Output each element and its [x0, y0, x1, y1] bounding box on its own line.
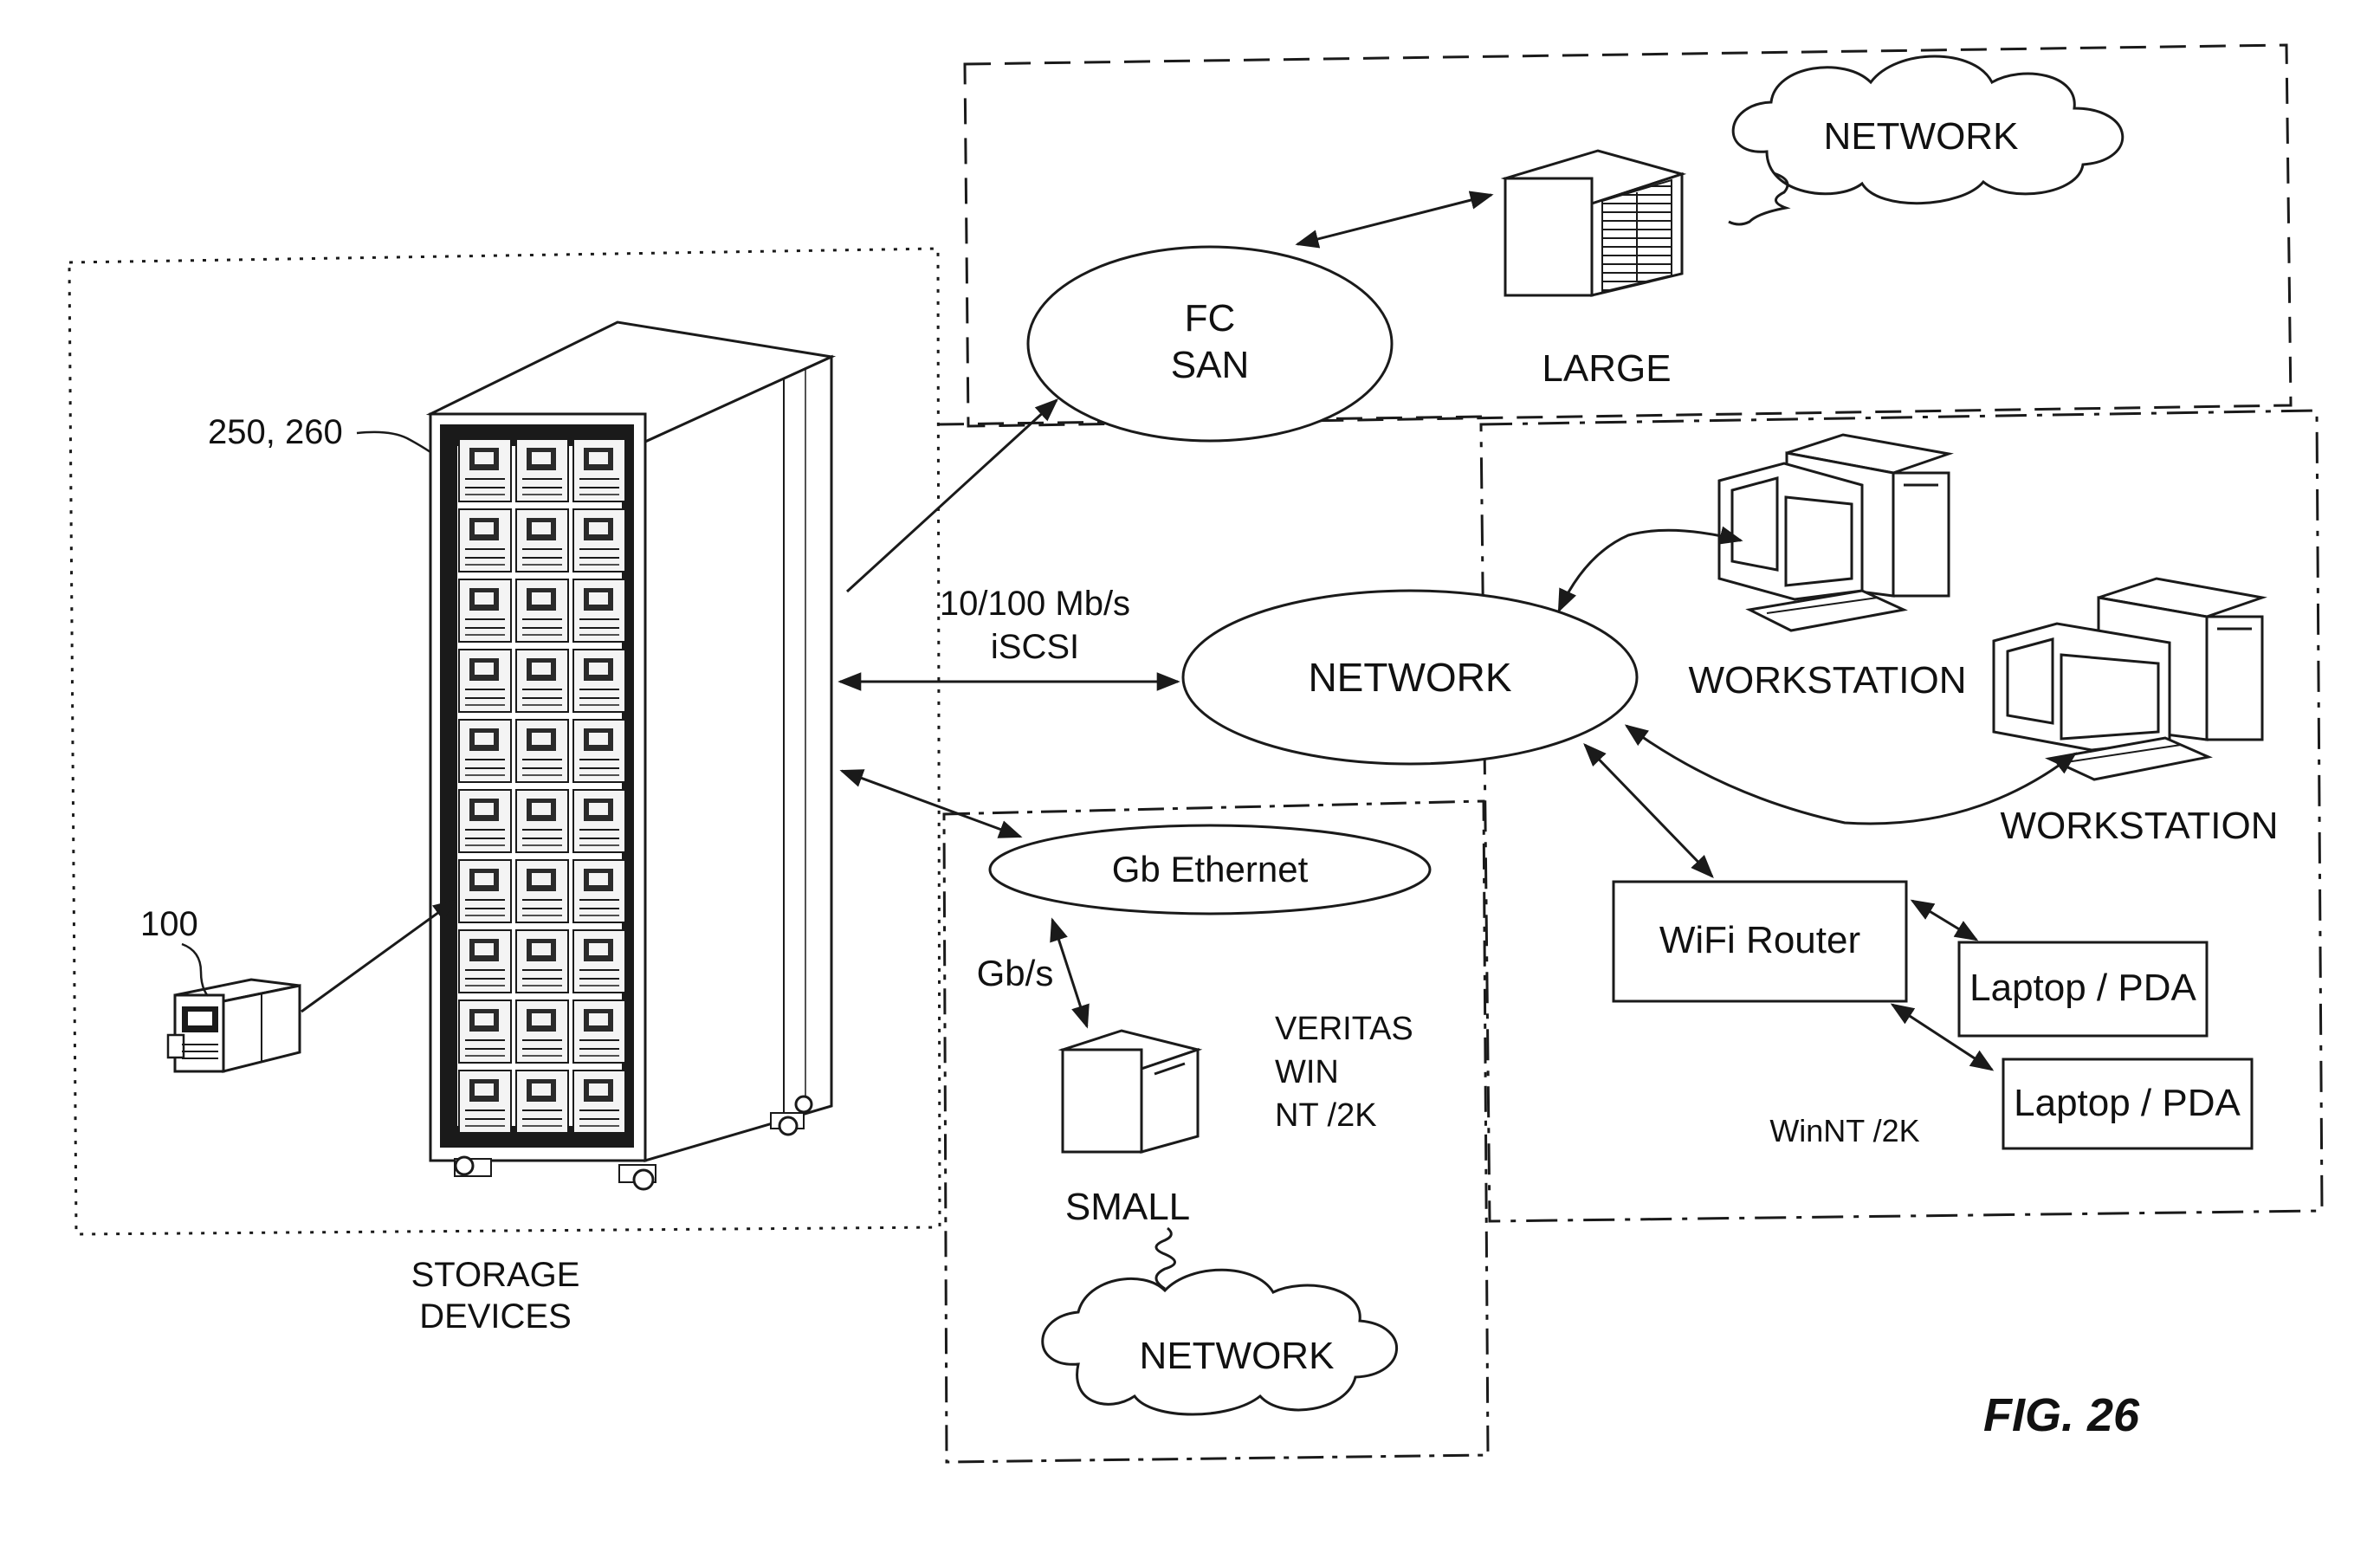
fc-san-label-line2: SAN	[1171, 344, 1249, 386]
gb-ethernet-label: Gb Ethernet	[1112, 849, 1309, 889]
small-server-icon	[1057, 1029, 1203, 1154]
network-label: NETWORK	[1308, 655, 1511, 700]
gb-ethernet-ellipse	[988, 824, 1432, 915]
software-label-line1: VERITAS	[1275, 1011, 1413, 1047]
router-to-laptop2-arrow	[1890, 1003, 1995, 1071]
small-server-label: SMALL	[1065, 1186, 1190, 1228]
bottom-network-cloud-icon	[1041, 1226, 1398, 1416]
fc-san-ellipse	[1026, 245, 1394, 443]
top-network-cloud-label: NETWORK	[1824, 115, 2019, 158]
workstation-icon	[1717, 433, 1954, 632]
network-ellipse	[1181, 589, 1639, 766]
module-insert-arrow	[301, 899, 457, 1013]
module-reference-leader	[181, 942, 210, 997]
workstation-region-boundary	[1479, 409, 2324, 1223]
rack-reference-leader	[356, 430, 431, 454]
storage-caption-line2: DEVICES	[419, 1297, 572, 1336]
large-server-label: LARGE	[1542, 347, 1671, 390]
wifi-router-box	[1612, 880, 1908, 1003]
link-protocol-label: iSCSI	[991, 628, 1079, 666]
storage-caption-line1: STORAGE	[411, 1256, 580, 1294]
middle-region-divider	[937, 415, 1484, 426]
software-label-line2: WIN	[1275, 1054, 1339, 1090]
network-cloud-icon	[1728, 55, 2125, 226]
laptop-pda-1-label: Laptop / PDA	[1969, 967, 2196, 1009]
network-to-router-arrow	[1583, 743, 1714, 878]
workstation2-icon	[1992, 577, 2267, 781]
network-to-workstation1-arrow	[1557, 526, 1743, 613]
os-note-label: WinNT /2K	[1769, 1113, 1919, 1148]
laptop-pda-2-box	[2002, 1058, 2254, 1150]
drive-module-icon	[166, 978, 301, 1073]
wifi-router-label: WiFi Router	[1659, 919, 1860, 961]
laptop-pda-2-label: Laptop / PDA	[2014, 1082, 2241, 1124]
figure-label: FIG. 26	[1983, 1389, 2140, 1441]
san-region-boundary	[963, 43, 2293, 428]
laptop-pda-1-box	[1957, 941, 2209, 1038]
link-speed-label: 10/100 Mb/s	[940, 585, 1130, 623]
gbs-label: Gb/s	[977, 953, 1054, 993]
large-server-icon	[1500, 149, 1687, 297]
ethernet-to-small-server-arrow	[1050, 917, 1090, 1029]
bottom-network-cloud-label: NETWORK	[1140, 1335, 1335, 1377]
rack-to-fc-san-arrow	[845, 398, 1058, 593]
storage-rack-icon	[425, 320, 837, 1191]
module-reference-label: 100	[140, 905, 198, 943]
software-label-line3: NT /2K	[1275, 1097, 1377, 1134]
san-to-large-server-arrow	[1295, 191, 1494, 249]
fc-san-label-line1: FC	[1185, 297, 1236, 340]
small-server-region-boundary	[942, 799, 1490, 1464]
router-to-laptop1-arrow	[1910, 899, 1979, 941]
workstation2-label: WORKSTATION	[2000, 805, 2278, 847]
workstation1-label: WORKSTATION	[1688, 659, 1966, 702]
rack-reference-label: 250, 260	[208, 413, 343, 451]
rack-to-ethernet-arrow	[839, 769, 1023, 838]
